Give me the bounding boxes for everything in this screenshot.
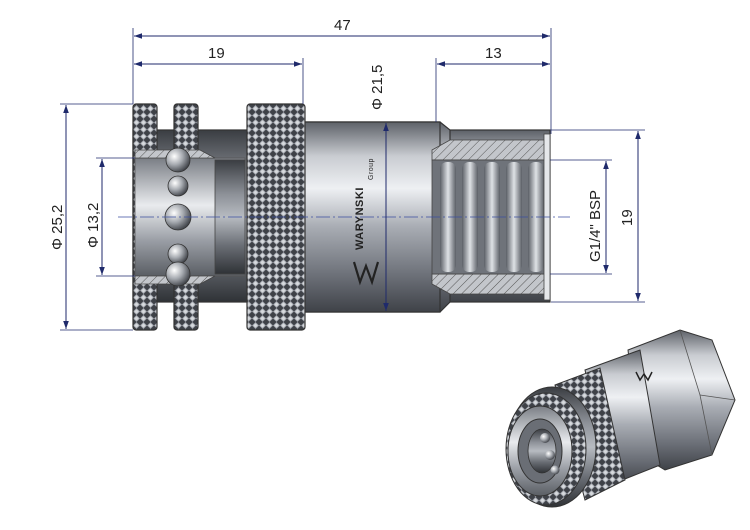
dim-outer-diameter: Φ 25,2 (49, 205, 66, 250)
brand-name: WARYNSKI (354, 187, 366, 250)
lock-ball-mid-bottom (167, 243, 189, 265)
dim-hex-size: 19 (619, 209, 636, 226)
iso-ball-3 (550, 465, 560, 475)
rear-section-bottom (431, 273, 551, 295)
brand-sub: Group (368, 158, 375, 180)
iso-brand-mark-icon (635, 371, 653, 382)
dim-inner-diameter: Φ 13,2 (85, 203, 102, 248)
iso-ball-1 (540, 433, 550, 443)
dim-rear-length: 13 (485, 45, 502, 62)
lock-ball-bottom (165, 261, 191, 287)
coupling-3d-view (505, 329, 736, 508)
dimensions: 47 19 13 Φ 21,5 Φ 25,2 Φ 13,2 G1/4" BSP … (49, 17, 645, 331)
dim-body-diameter: Φ 21,5 (369, 65, 386, 110)
dim-front-length: 19 (208, 45, 225, 62)
brand-mark-icon (352, 261, 380, 286)
iso-ball-2 (545, 450, 555, 460)
brand-logo: WARYNSKI Group (354, 158, 375, 250)
lock-ball-mid-top (167, 175, 189, 197)
coupling-side-view: WARYNSKI Group (118, 103, 570, 331)
lock-ball-top (165, 147, 191, 173)
rear-section-top (431, 139, 551, 161)
dim-overall-length: 47 (334, 17, 351, 34)
dim-thread: G1/4" BSP (587, 190, 604, 262)
